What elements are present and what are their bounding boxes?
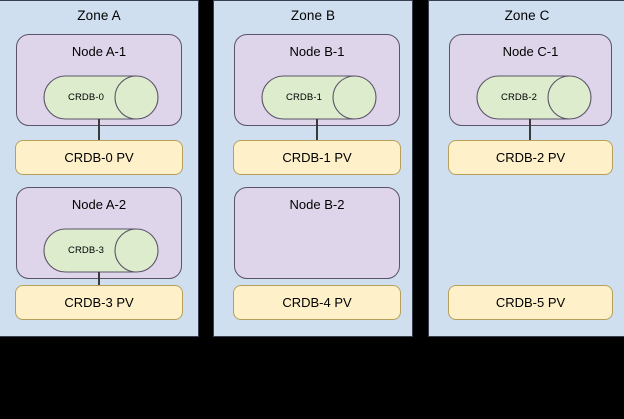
database-label-crdb-1: CRDB-1	[286, 92, 322, 103]
pv-box-crdb-0: CRDB-0 PV	[15, 140, 183, 175]
pv-box-crdb-3: CRDB-3 PV	[15, 285, 183, 320]
node-title-b2: Node B-2	[289, 197, 345, 212]
zone-panel-c: Zone C Node C-1 CRDB-2 CRDB-2 PV CRDB-5 …	[428, 0, 624, 337]
node-title-a1: Node A-1	[71, 44, 127, 59]
cylinder-shape-icon	[43, 228, 159, 273]
cylinder-shape-icon	[261, 75, 377, 120]
cylinder-shape-icon	[476, 75, 592, 120]
connector-line-b1	[316, 119, 318, 142]
connector-line-a1	[98, 119, 100, 142]
pv-box-crdb-5: CRDB-5 PV	[448, 285, 613, 320]
node-box-b2: Node B-2	[234, 187, 400, 279]
zone-title-c: Zone C	[504, 8, 550, 23]
database-cylinder-crdb-3: CRDB-3	[43, 228, 159, 273]
pv-box-crdb-4: CRDB-4 PV	[233, 285, 401, 320]
database-cylinder-crdb-2: CRDB-2	[476, 75, 592, 120]
database-label-crdb-0: CRDB-0	[68, 92, 104, 103]
connector-line-c1	[529, 119, 531, 142]
zone-title-b: Zone B	[290, 8, 336, 23]
node-title-c1: Node C-1	[502, 44, 559, 59]
zone-title-a: Zone A	[77, 8, 121, 23]
zone-panel-b: Zone B Node B-1 CRDB-1 CRDB-1 PV Node B-…	[213, 0, 413, 337]
database-cylinder-crdb-1: CRDB-1	[261, 75, 377, 120]
connector-line-a2	[98, 272, 100, 295]
node-box-c1: Node C-1 CRDB-2	[449, 34, 612, 126]
node-box-a1: Node A-1 CRDB-0	[16, 34, 182, 126]
database-label-crdb-2: CRDB-2	[501, 92, 537, 103]
node-box-a2: Node A-2 CRDB-3	[16, 187, 182, 279]
cylinder-shape-icon	[43, 75, 159, 120]
zone-panel-a: Zone A Node A-1 CRDB-0 CRDB-0 PV Node A-…	[0, 0, 199, 337]
pv-box-crdb-1: CRDB-1 PV	[233, 140, 401, 175]
node-title-a2: Node A-2	[71, 197, 127, 212]
node-box-b1: Node B-1 CRDB-1	[234, 34, 400, 126]
pv-box-crdb-2: CRDB-2 PV	[448, 140, 613, 175]
node-title-b1: Node B-1	[289, 44, 345, 59]
database-label-crdb-3: CRDB-3	[68, 245, 104, 256]
database-cylinder-crdb-0: CRDB-0	[43, 75, 159, 120]
